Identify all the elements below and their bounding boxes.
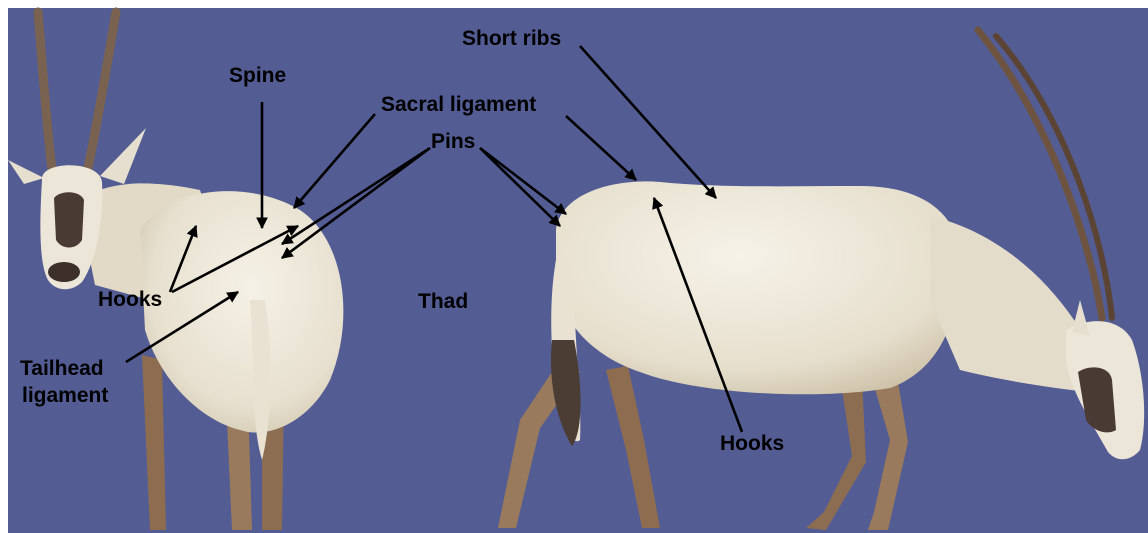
face-marking bbox=[54, 192, 84, 247]
label-tailhead-line2: ligament bbox=[22, 384, 108, 408]
label-thad: Thad bbox=[418, 290, 468, 314]
label-hooks-left: Hooks bbox=[98, 288, 162, 312]
label-short-ribs: Short ribs bbox=[462, 27, 561, 51]
label-tailhead-line1: Tailhead bbox=[20, 357, 104, 381]
label-hooks-right: Hooks bbox=[720, 432, 784, 456]
label-sacral-ligament: Sacral ligament bbox=[381, 93, 536, 117]
muzzle bbox=[48, 262, 80, 282]
label-pins: Pins bbox=[431, 130, 475, 154]
label-spine: Spine bbox=[229, 64, 286, 88]
